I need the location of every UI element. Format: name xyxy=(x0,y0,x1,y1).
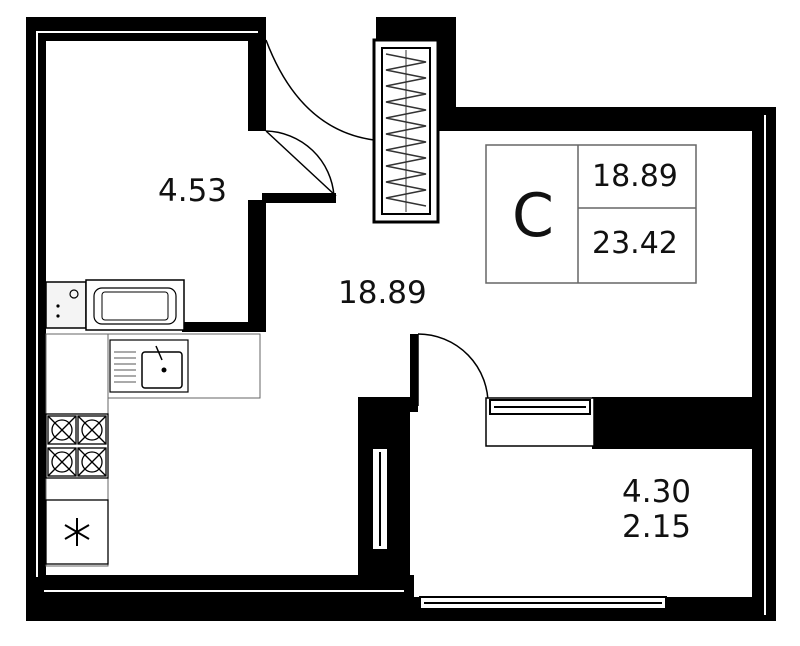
wall-bottom xyxy=(26,575,414,621)
wall-jamb-left xyxy=(262,193,336,203)
door-entry-arc xyxy=(265,39,375,141)
legend-living-area: 18.89 xyxy=(592,159,678,194)
wall-bath-bottom xyxy=(182,322,266,332)
wall-top-left xyxy=(26,17,266,41)
legend-total-area: 23.42 xyxy=(592,226,678,261)
wall-balcony-stub xyxy=(410,334,418,412)
sink-icon xyxy=(109,339,189,393)
snowflake-icon xyxy=(45,499,109,565)
washing-machine-icon xyxy=(45,281,87,329)
windows xyxy=(371,397,667,610)
wall-bath-right-top xyxy=(248,17,266,131)
wall-inner-3 xyxy=(44,590,404,592)
door-balcony-arc xyxy=(417,333,489,407)
wall-inner-lines xyxy=(36,31,766,615)
door-bath-leaf xyxy=(265,130,337,197)
room-area-main: 18.89 xyxy=(338,275,427,311)
legend-type-letter: С xyxy=(512,181,554,251)
wall-inner-2 xyxy=(36,31,258,33)
wall-inner-1 xyxy=(36,31,38,577)
room-area-bathroom: 4.53 xyxy=(158,173,228,209)
bathtub-icon xyxy=(85,279,185,331)
door-bath-arc xyxy=(265,130,335,197)
stove-icon xyxy=(45,413,109,479)
wall-bath-right-bottom xyxy=(248,200,266,332)
room-area-balcony: 4.30 xyxy=(622,474,692,510)
shaft-inner xyxy=(381,47,431,215)
kitchen-fixtures xyxy=(45,279,261,567)
wall-inner-4 xyxy=(764,115,766,615)
room-area-balcony-reduced: 2.15 xyxy=(622,509,692,545)
wall-top-right xyxy=(432,107,776,131)
doors xyxy=(265,39,489,407)
legend-frame xyxy=(485,144,697,284)
wall-balcony-top xyxy=(592,397,776,449)
area-legend xyxy=(485,144,697,284)
ventilation-shaft xyxy=(372,38,440,224)
